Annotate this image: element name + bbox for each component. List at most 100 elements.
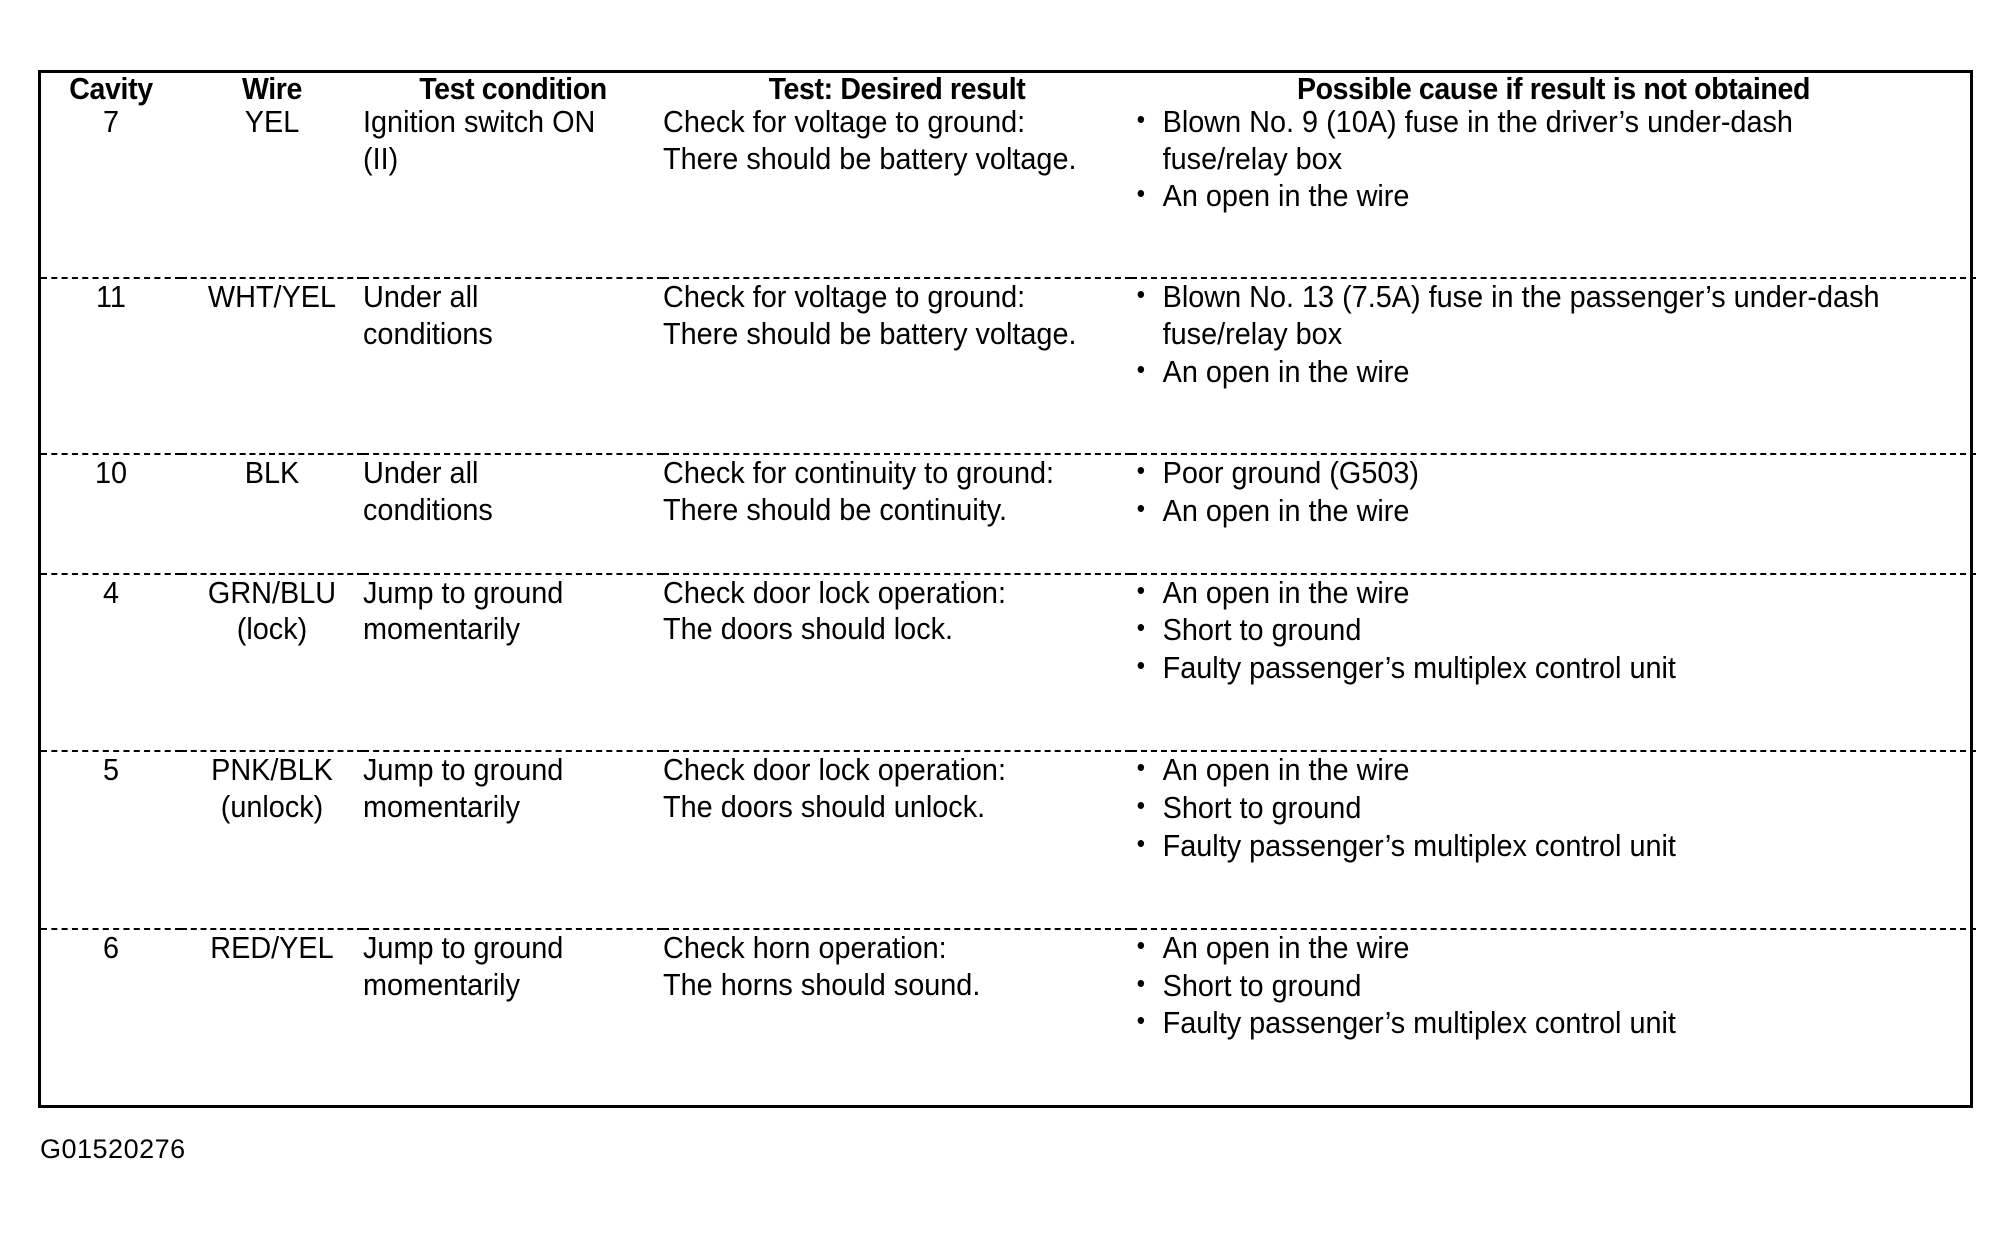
wire-value: RED/YEL <box>187 930 356 967</box>
test-procedure-table: Cavity Wire Test condition Test: Desired… <box>38 70 1976 1108</box>
desired-result-line: The horns should sound. <box>663 966 981 1002</box>
column-header-test-condition: Test condition <box>419 71 607 106</box>
test-condition-line: (II) <box>363 140 399 176</box>
cell-cavity: 6 <box>41 927 181 1105</box>
desired-result-value: Check for voltage to ground:There should… <box>663 279 1098 352</box>
possible-cause-item: Short to ground <box>1131 611 1917 649</box>
desired-result-line: There should be battery voltage. <box>663 140 1077 176</box>
cell-wire: YEL <box>181 104 363 278</box>
wire-line: (lock) <box>236 611 308 647</box>
possible-cause-item: Short to ground <box>1131 967 1917 1005</box>
possible-cause-list: An open in the wireShort to groundFaulty… <box>1131 929 1917 1042</box>
desired-result-line: The doors should unlock. <box>663 788 986 824</box>
cell-cavity: 4 <box>41 572 181 752</box>
header-row: Cavity Wire Test condition Test: Desired… <box>41 73 1976 104</box>
wire-value: BLK <box>187 455 356 492</box>
cell-wire: WHT/YEL <box>181 277 363 455</box>
cell-possible-cause: An open in the wireShort to groundFaulty… <box>1131 750 1976 929</box>
desired-result-value: Check door lock operation:The doors shou… <box>663 752 1098 825</box>
cell-cavity: 10 <box>41 453 181 574</box>
desired-result-line: The doors should lock. <box>663 611 954 647</box>
cavity-value: 7 <box>102 104 120 139</box>
possible-cause-item: Blown No. 13 (7.5A) fuse in the passenge… <box>1131 278 1917 352</box>
cell-cavity: 7 <box>41 104 181 278</box>
possible-cause-list: An open in the wireShort to groundFaulty… <box>1131 751 1917 864</box>
test-condition-line: Jump to ground <box>363 929 564 965</box>
desired-result-line: Check door lock operation: <box>663 574 1006 610</box>
wire-value: YEL <box>187 104 356 141</box>
possible-cause-item: Blown No. 9 (10A) fuse in the driver’s u… <box>1131 103 1917 177</box>
column-header-cavity: Cavity <box>69 71 153 106</box>
test-condition-line: momentarily <box>363 966 521 1002</box>
possible-cause-item: Short to ground <box>1131 789 1917 827</box>
test-condition-value: Ignition switch ON(II) <box>363 104 642 177</box>
wire-line: BLK <box>244 455 300 491</box>
cell-test-condition: Ignition switch ON(II) <box>363 104 663 278</box>
wire-value: WHT/YEL <box>187 279 356 316</box>
cell-desired-result: Check for continuity to ground:There sho… <box>663 453 1131 574</box>
possible-cause-item: An open in the wire <box>1131 353 1917 391</box>
cell-desired-result: Check door lock operation:The doors shou… <box>663 750 1131 929</box>
cavity-value: 6 <box>102 929 120 965</box>
cell-wire: GRN/BLU(lock) <box>181 572 363 752</box>
column-header-desired-result: Test: Desired result <box>768 71 1026 106</box>
cavity-value: 5 <box>102 752 120 788</box>
cell-desired-result: Check door lock operation:The doors shou… <box>663 572 1131 752</box>
possible-cause-list: Poor ground (G503)An open in the wire <box>1131 454 1917 530</box>
cavity-value: 11 <box>96 279 126 315</box>
desired-result-line: There should be continuity. <box>663 492 1008 528</box>
possible-cause-value: Blown No. 13 (7.5A) fuse in the passenge… <box>1131 278 1917 391</box>
test-condition-line: momentarily <box>363 611 521 647</box>
cell-cavity: 11 <box>41 277 181 455</box>
wire-line: YEL <box>244 104 300 139</box>
desired-result-line: There should be battery voltage. <box>663 316 1077 352</box>
test-condition-line: Ignition switch ON <box>363 104 596 139</box>
possible-cause-item: An open in the wire <box>1131 492 1917 530</box>
possible-cause-item: Faulty passenger’s multiplex control uni… <box>1131 1004 1917 1042</box>
possible-cause-item: Poor ground (G503) <box>1131 454 1917 492</box>
cell-desired-result: Check horn operation:The horns should so… <box>663 927 1131 1105</box>
desired-result-value: Check door lock operation:The doors shou… <box>663 575 1098 648</box>
test-condition-line: momentarily <box>363 788 521 824</box>
cell-possible-cause: An open in the wireShort to groundFaulty… <box>1131 927 1976 1105</box>
cell-desired-result: Check for voltage to ground:There should… <box>663 104 1131 278</box>
cell-cavity: 5 <box>41 750 181 929</box>
cell-wire: PNK/BLK(unlock) <box>181 750 363 929</box>
wire-line: WHT/YEL <box>207 279 337 315</box>
cell-wire: RED/YEL <box>181 927 363 1105</box>
desired-result-line: Check for voltage to ground: <box>663 104 1026 139</box>
test-condition-line: Under all <box>363 279 479 315</box>
cell-possible-cause: An open in the wireShort to groundFaulty… <box>1131 572 1976 752</box>
test-condition-line: conditions <box>363 492 493 528</box>
spec-table: Cavity Wire Test condition Test: Desired… <box>41 73 1976 1105</box>
test-condition-line: Jump to ground <box>363 574 564 610</box>
possible-cause-item: An open in the wire <box>1131 574 1917 612</box>
cell-desired-result: Check for voltage to ground:There should… <box>663 277 1131 455</box>
wire-value: PNK/BLK(unlock) <box>187 752 356 825</box>
test-condition-line: conditions <box>363 316 493 352</box>
possible-cause-item: An open in the wire <box>1131 929 1917 967</box>
wire-line: RED/YEL <box>210 929 334 965</box>
wire-line: PNK/BLK <box>211 752 333 788</box>
desired-result-line: Check horn operation: <box>663 929 947 965</box>
cell-possible-cause: Blown No. 9 (10A) fuse in the driver’s u… <box>1131 103 1976 278</box>
table-row: 7 YEL Ignition switch ON(II) Check for volt… <box>41 103 1976 278</box>
possible-cause-value: Blown No. 9 (10A) fuse in the driver’s u… <box>1131 103 1917 215</box>
possible-cause-value: Poor ground (G503)An open in the wire <box>1131 454 1917 530</box>
desired-result-value: Check for continuity to ground:There sho… <box>663 455 1098 528</box>
possible-cause-list: Blown No. 9 (10A) fuse in the driver’s u… <box>1131 103 1917 215</box>
possible-cause-item: Faulty passenger’s multiplex control uni… <box>1131 649 1917 687</box>
desired-result-value: Check for voltage to ground:There should… <box>663 104 1098 177</box>
